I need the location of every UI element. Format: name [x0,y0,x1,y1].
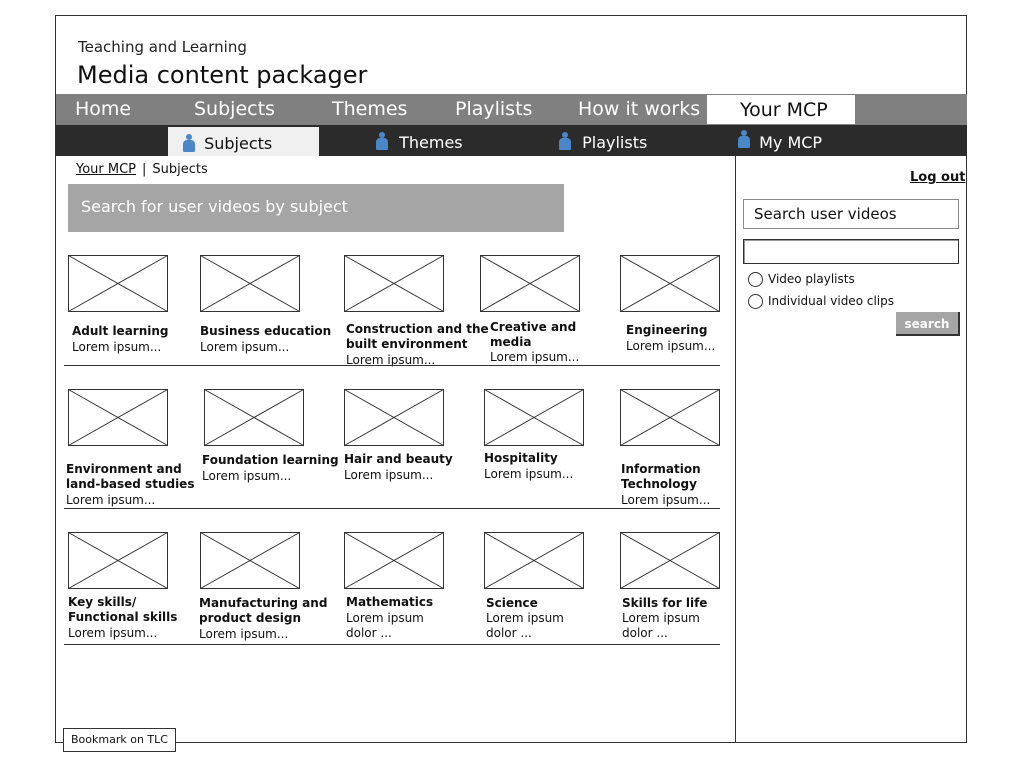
subnav-subjects-label: Subjects [204,134,273,153]
subject-title[interactable]: Manufacturing and product design [199,596,328,625]
breadcrumb-current: Subjects [152,162,208,177]
subject-title[interactable]: Hair and beauty [344,452,453,466]
subject-description: Lorem ipsum... [626,339,716,353]
subject-description: Lorem ipsum... [621,493,711,507]
subject-description: Lorem ipsum... [346,353,436,367]
subject-title[interactable]: Business education [200,324,332,338]
option-video-playlists[interactable]: Video playlists [748,272,855,287]
row-divider [64,365,720,366]
nav-how-it-works[interactable]: How it works [578,98,701,120]
subject-title[interactable]: Environment and land-based studies [66,462,195,491]
nav-themes[interactable]: Themes [332,98,408,120]
subject-description: Lorem ipsum... [199,627,289,641]
main-nav: Home Subjects Themes Playlists How it wo… [56,94,967,125]
video-thumbnail-placeholder[interactable] [484,532,584,589]
subject-description: Lorem ipsum... [66,493,156,507]
video-thumbnail-placeholder[interactable] [200,532,300,589]
subject-description: Lorem ipsum... [200,340,290,354]
video-thumbnail-placeholder[interactable] [344,532,444,589]
subnav-themes-label: Themes [399,133,463,152]
subject-description: Lorem ipsum dolor ... [622,611,700,640]
subject-description: Lorem ipsum dolor ... [486,611,564,640]
video-thumbnail-placeholder[interactable] [68,532,168,589]
subject-title[interactable]: Hospitality [484,451,558,465]
nav-home[interactable]: Home [75,98,132,120]
video-thumbnail-placeholder[interactable] [484,389,584,446]
sidebar-divider [735,156,736,743]
subject-description: Lorem ipsum... [484,467,574,481]
person-icon [559,132,571,150]
subnav-my-mcp-label: My MCP [759,133,823,152]
row-divider [64,644,720,645]
row-divider [64,508,720,509]
subnav-themes[interactable]: Themes [376,125,463,156]
subject-title[interactable]: Adult learning [72,324,169,338]
subject-description: Lorem ipsum... [344,468,434,482]
nav-playlists[interactable]: Playlists [455,98,533,120]
video-thumbnail-placeholder[interactable] [344,255,444,312]
subject-title[interactable]: Foundation learning [202,453,339,467]
breadcrumb: Your MCP | Subjects [76,162,208,177]
option-label: Individual video clips [768,294,894,308]
subject-description: Lorem ipsum dolor ... [346,611,424,640]
subject-title[interactable]: Construction and the built environment [346,322,489,351]
sub-nav: Subjects Themes Playlists My MCP [56,125,967,156]
subject-title[interactable]: Engineering [626,323,708,337]
nav-your-mcp[interactable]: Your MCP [706,94,856,125]
subject-title[interactable]: Skills for life [622,596,708,610]
video-thumbnail-placeholder[interactable] [344,389,444,446]
video-thumbnail-placeholder[interactable] [68,389,168,446]
breadcrumb-separator: | [142,162,147,177]
subject-title[interactable]: Mathematics [346,595,434,609]
subject-title[interactable]: Information Technology [621,462,701,491]
site-supertitle: Teaching and Learning [78,38,247,56]
logout-link[interactable]: Log out [910,170,966,185]
option-individual-video-clips[interactable]: Individual video clips [748,294,894,309]
subject-description: Lorem ipsum... [202,469,292,483]
bookmark-tab[interactable]: Bookmark on TLC [63,728,176,752]
video-thumbnail-placeholder[interactable] [204,389,304,446]
radio-button[interactable] [748,272,763,287]
subject-description: Lorem ipsum... [68,626,158,640]
person-icon [376,132,388,150]
nav-subjects[interactable]: Subjects [194,98,275,120]
person-icon [738,130,750,148]
subnav-playlists-label: Playlists [582,133,648,152]
radio-button[interactable] [748,294,763,309]
video-thumbnail-placeholder[interactable] [480,255,580,312]
subnav-subjects[interactable]: Subjects [168,127,319,156]
option-label: Video playlists [768,272,855,286]
subject-title[interactable]: Creative and media [490,320,577,349]
search-input[interactable] [743,239,959,264]
breadcrumb-link-your-mcp[interactable]: Your MCP [76,162,137,177]
search-banner: Search for user videos by subject [68,184,564,232]
subject-description: Lorem ipsum... [490,350,580,364]
subject-title[interactable]: Key skills/ Functional skills [68,595,178,624]
subnav-playlists[interactable]: Playlists [559,125,647,156]
person-icon [183,134,195,152]
subnav-my-mcp[interactable]: My MCP [738,125,822,156]
video-thumbnail-placeholder[interactable] [68,255,168,312]
video-thumbnail-placeholder[interactable] [200,255,300,312]
video-thumbnail-placeholder[interactable] [620,532,720,589]
video-thumbnail-placeholder[interactable] [620,255,720,312]
video-thumbnail-placeholder[interactable] [620,389,720,446]
search-user-videos-label: Search user videos [743,199,959,229]
subject-title[interactable]: Science [486,596,538,610]
search-button[interactable]: search [896,312,960,336]
subject-description: Lorem ipsum... [72,340,162,354]
site-title: Media content packager [77,61,368,89]
